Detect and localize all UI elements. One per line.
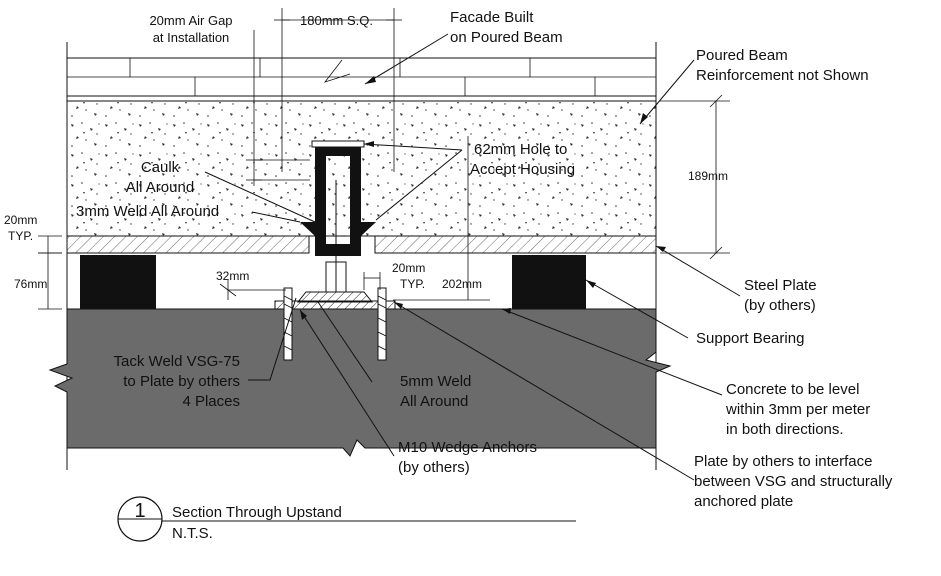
label-20mm-typ-2: TYP.: [8, 229, 33, 243]
wedge-anchor-right: [377, 287, 387, 361]
label-air-gap-1: 20mm Air Gap: [149, 13, 232, 28]
label-tack-1: Tack Weld VSG-75: [114, 353, 240, 370]
label-20mm-typ-b-2: TYP.: [400, 277, 425, 291]
facade-blocks: [66, 57, 657, 102]
label-air-gap-2: at Installation: [153, 30, 230, 45]
vsg-housing: [311, 140, 365, 256]
label-189mm: 189mm: [688, 169, 728, 183]
leader-arrows: [300, 76, 666, 320]
label-hole-2: Accept Housing: [470, 161, 575, 178]
label-plate-1: Plate by others to interface: [694, 453, 872, 470]
label-concrete-2: within 3mm per meter: [725, 401, 870, 418]
label-caulk-1: Caulk: [141, 159, 180, 176]
label-facade-2: on Poured Beam: [450, 29, 563, 46]
label-concrete-1: Concrete to be level: [726, 381, 859, 398]
label-202mm: 202mm: [442, 277, 482, 291]
title-text: Section Through Upstand: [172, 504, 342, 521]
label-plate-2: between VSG and structurally: [694, 473, 893, 490]
label-5mm-weld-1: 5mm Weld: [400, 373, 471, 390]
title-scale: N.T.S.: [172, 525, 213, 542]
poured-beam: [66, 100, 657, 237]
label-anchors-1: M10 Wedge Anchors: [398, 439, 537, 456]
label-76mm: 76mm: [14, 277, 47, 291]
label-20mm-typ-1: 20mm: [4, 213, 37, 227]
leader-lines: [204, 33, 741, 481]
label-32mm: 32mm: [216, 269, 249, 283]
steel-plate: [66, 235, 657, 254]
label-poured-2: Reinforcement not Shown: [696, 67, 869, 84]
label-poured-1: Poured Beam: [696, 47, 788, 64]
label-facade-1: Facade Built: [450, 9, 534, 26]
label-tack-3: 4 Places: [182, 393, 240, 410]
concrete-slab: [48, 308, 672, 457]
support-bearing-right: [512, 255, 586, 309]
caulk-left: [300, 222, 315, 236]
title-block: 1 Section Through Upstand N.T.S.: [117, 496, 576, 542]
label-tack-2: to Plate by others: [123, 373, 240, 390]
label-caulk-2: All Around: [126, 179, 194, 196]
label-3mm-weld: 3mm Weld All Around: [76, 203, 219, 220]
label-plate-3: anchored plate: [694, 493, 793, 510]
label-20mm-typ-b-1: 20mm: [392, 261, 425, 275]
support-bearing-left: [80, 255, 156, 309]
label-hole-1: 62mm Hole to: [474, 141, 567, 158]
vsg-base-plate: [296, 180, 374, 303]
label-anchors-2: (by others): [398, 459, 470, 476]
label-support-bearing: Support Bearing: [696, 330, 804, 347]
caulk-right: [361, 222, 376, 236]
dimension-lines: [38, 8, 730, 310]
label-180-sq: 180mm S.Q.: [300, 13, 373, 28]
label-steel-1: Steel Plate: [744, 277, 817, 294]
label-steel-2: (by others): [744, 297, 816, 314]
label-concrete-3: in both directions.: [726, 421, 844, 438]
label-5mm-weld-2: All Around: [400, 393, 468, 410]
title-number: 1: [134, 500, 145, 522]
